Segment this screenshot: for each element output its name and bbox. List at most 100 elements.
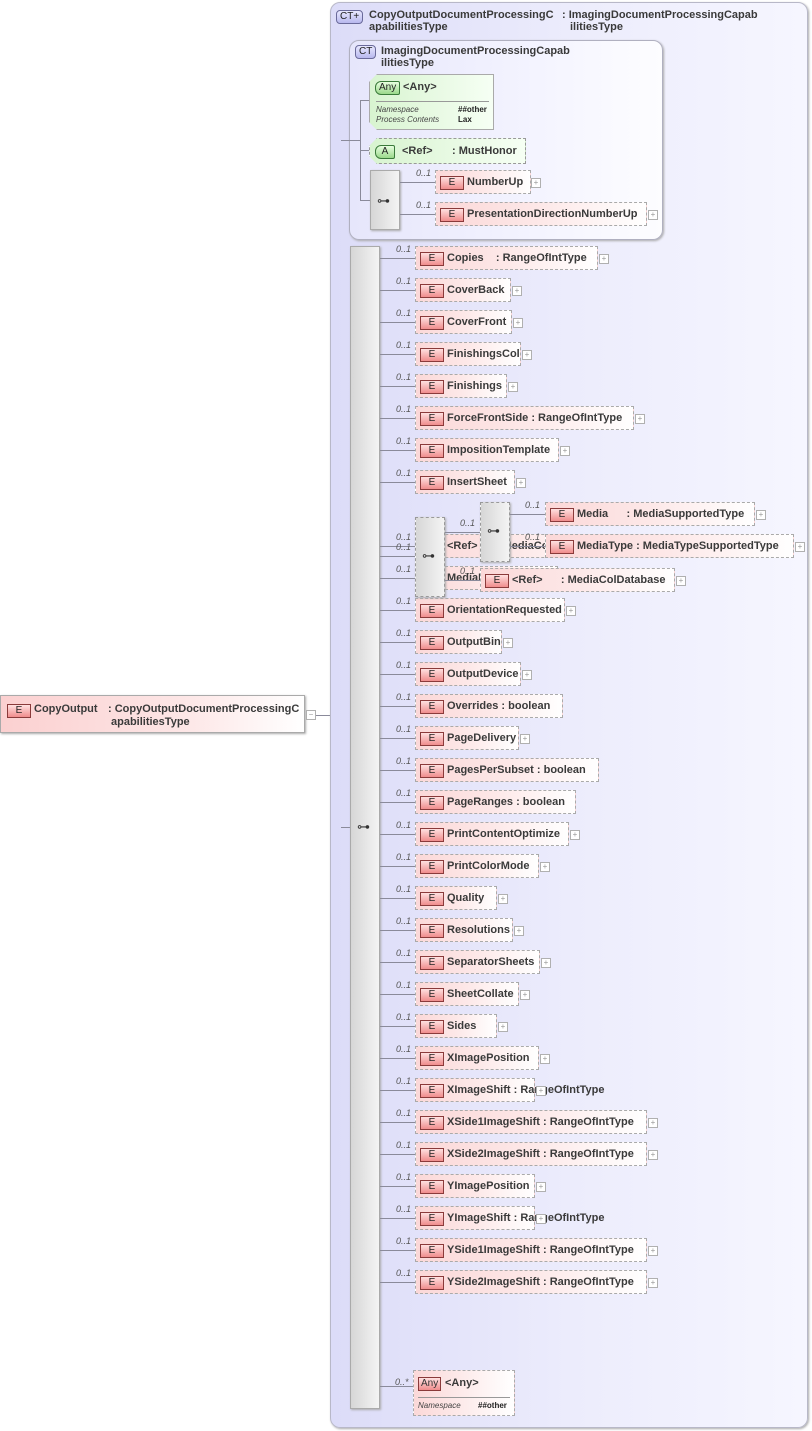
multiplicity: 0..1 <box>416 168 432 178</box>
expand-icon[interactable]: + <box>522 670 532 680</box>
attribute-must-honor[interactable]: A <Ref> : MustHonor <box>369 138 526 164</box>
multiplicity: 0..1 <box>525 500 541 510</box>
expand-icon[interactable]: + <box>516 478 526 488</box>
element-badge-icon: E <box>420 828 444 842</box>
element-number-up[interactable]: E NumberUp <box>435 170 531 194</box>
multiplicity: 0..1 <box>396 542 412 552</box>
expand-icon[interactable]: + <box>514 926 524 936</box>
element-label: Media : MediaSupportedType <box>577 508 745 520</box>
sequence-compositor[interactable]: ⊶ <box>370 170 400 230</box>
expand-icon[interactable]: + <box>536 1182 546 1192</box>
expand-icon[interactable]: + <box>536 1214 546 1224</box>
expand-icon[interactable]: + <box>508 382 518 392</box>
element-label: ForceFrontSide : RangeOfIntType <box>447 412 623 424</box>
expand-icon[interactable]: + <box>676 576 686 586</box>
any-wildcard-trailing[interactable]: Any <Any> Namespace ##other <box>413 1370 515 1416</box>
any-wildcard[interactable]: Any <Any> Namespace ##other Process Cont… <box>369 74 494 130</box>
divider <box>376 101 489 102</box>
element-badge-icon: E <box>420 1180 444 1194</box>
element-media-type[interactable]: E MediaType : MediaTypeSupportedType <box>545 534 794 558</box>
expand-icon[interactable]: + <box>540 1054 550 1064</box>
media-sequence-compositor[interactable]: ⊶ <box>415 517 445 597</box>
element-label: OutputBin <box>447 636 501 648</box>
expand-icon[interactable]: + <box>531 178 541 188</box>
connector-line <box>380 866 416 867</box>
expand-icon[interactable]: + <box>512 286 522 296</box>
expand-icon[interactable]: + <box>635 414 645 424</box>
expand-icon[interactable]: + <box>756 510 766 520</box>
multiplicity: 0..1 <box>396 916 412 926</box>
expand-icon[interactable]: + <box>513 318 523 328</box>
expand-icon[interactable]: + <box>503 638 513 648</box>
expand-icon[interactable]: + <box>566 606 576 616</box>
expand-icon[interactable]: + <box>540 862 550 872</box>
expand-icon[interactable]: + <box>648 1246 658 1256</box>
multiplicity: 0..1 <box>396 980 412 990</box>
element-badge-icon: E <box>420 892 444 906</box>
connector-line <box>445 580 480 581</box>
expand-icon[interactable]: + <box>560 446 570 456</box>
expand-icon[interactable]: + <box>541 958 551 968</box>
expand-icon[interactable]: + <box>536 1086 546 1096</box>
expand-icon[interactable]: + <box>599 254 609 264</box>
root-element[interactable]: E CopyOutput : CopyOutputDocumentProcess… <box>0 695 305 733</box>
expand-icon[interactable]: + <box>498 894 508 904</box>
multiplicity: 0..1 <box>396 788 412 798</box>
expand-icon[interactable]: + <box>570 830 580 840</box>
connector-line <box>380 482 416 483</box>
element-media-col-database[interactable]: E <Ref> : MediaColDatabase <box>480 568 675 592</box>
expand-icon[interactable]: + <box>795 542 805 552</box>
main-sequence-compositor[interactable]: ⊶ <box>350 246 380 1409</box>
expand-icon[interactable]: + <box>648 1118 658 1128</box>
multiplicity: 0..1 <box>396 1108 412 1118</box>
expand-icon[interactable]: + <box>522 350 532 360</box>
element-media[interactable]: E Media : MediaSupportedType <box>545 502 755 526</box>
element-badge-icon: E <box>420 956 444 970</box>
multiplicity: 0..1 <box>396 628 412 638</box>
element-badge-icon: E <box>420 1020 444 1034</box>
expand-icon[interactable]: + <box>498 1022 508 1032</box>
expand-icon[interactable]: + <box>648 210 658 220</box>
element-badge-icon: E <box>420 1052 444 1066</box>
expand-icon[interactable]: + <box>648 1278 658 1288</box>
element-badge-icon: E <box>420 1116 444 1130</box>
expand-icon[interactable]: + <box>648 1150 658 1160</box>
connector-line <box>380 674 416 675</box>
collapse-icon[interactable]: − <box>306 710 316 720</box>
multiplicity: 0..1 <box>396 308 412 318</box>
expand-icon[interactable]: + <box>520 990 530 1000</box>
media-inner-sequence-compositor[interactable]: ⊶ <box>480 502 510 562</box>
expand-icon[interactable]: + <box>520 734 530 744</box>
element-presentation-direction-number-up[interactable]: E PresentationDirectionNumberUp <box>435 202 647 226</box>
